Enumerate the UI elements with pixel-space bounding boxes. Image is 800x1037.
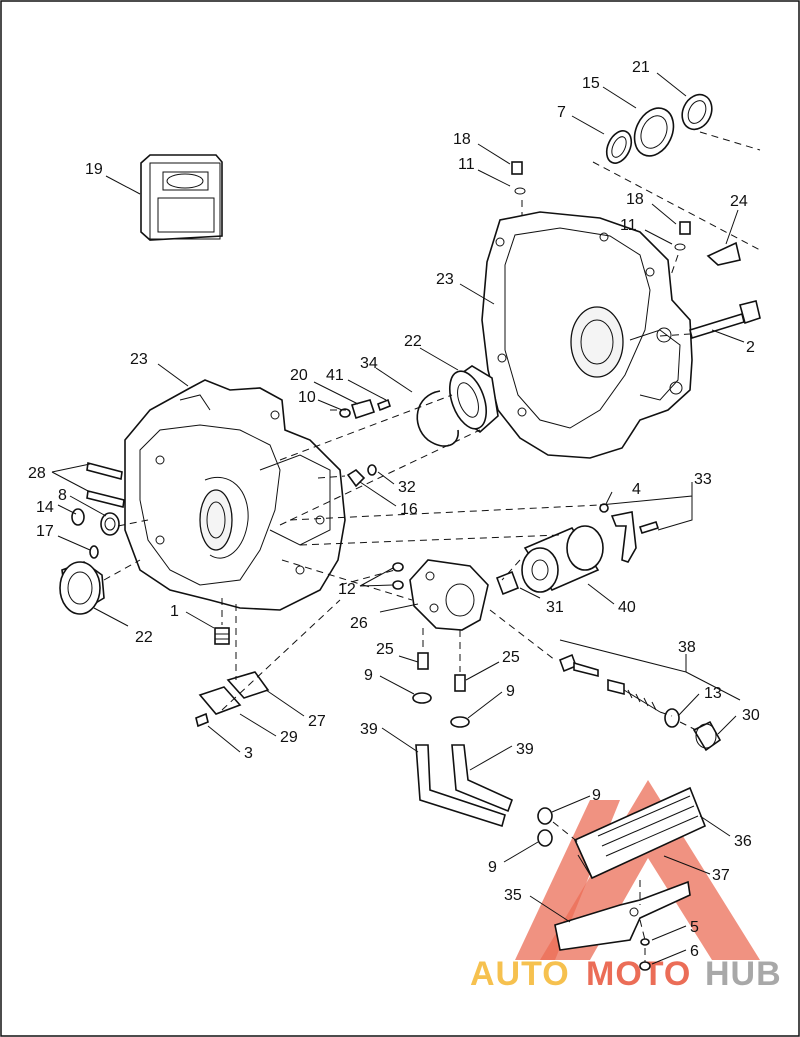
part-38-relief-valve — [558, 653, 661, 713]
part-20-valve — [350, 399, 376, 420]
callout-9-left: 9 — [364, 667, 373, 684]
callout-36: 36 — [734, 833, 752, 850]
part-39-hoses — [415, 744, 514, 828]
callout-11-right: 11 — [620, 217, 637, 234]
callout-23-right-case: 23 — [436, 271, 454, 288]
callout-7: 7 — [557, 104, 566, 121]
callout-18-right: 18 — [626, 191, 644, 208]
part-2-bolt — [689, 300, 761, 340]
part-18-dowel-right — [674, 221, 691, 251]
part-41-screw — [377, 398, 391, 412]
callout-29: 29 — [280, 729, 298, 746]
callout-34: 34 — [360, 355, 378, 372]
callout-27: 27 — [308, 713, 326, 730]
callout-25-right: 25 — [502, 649, 520, 666]
callout-38: 38 — [678, 639, 696, 656]
part-10-o-ring — [339, 408, 351, 418]
callout-1: 1 — [170, 603, 179, 620]
callout-39-left: 39 — [360, 721, 378, 738]
part-40-oil-filter — [521, 525, 604, 593]
callout-9-cooler-lower: 9 — [488, 859, 497, 876]
watermark-auto: AUTO — [470, 955, 570, 993]
part-22-bearing-lower — [59, 561, 105, 615]
part-29-cover — [198, 686, 242, 715]
leader-lines — [51, 72, 745, 965]
callout-24: 24 — [730, 193, 748, 210]
part-4-filter-bracket — [599, 503, 660, 563]
part-22-bearing-upper — [448, 365, 499, 434]
part-23-right-crankcase — [481, 211, 693, 459]
callout-23-left-case: 23 — [130, 351, 148, 368]
part-37-cooler-cover — [577, 854, 593, 879]
callout-8: 8 — [58, 487, 67, 504]
callout-9-cooler-upper: 9 — [592, 787, 601, 804]
callout-35: 35 — [504, 887, 522, 904]
part-23-left-crankcase — [124, 379, 346, 611]
part-25-fitting-left — [417, 652, 429, 670]
callout-13: 13 — [704, 685, 722, 702]
callout-20: 20 — [290, 367, 308, 384]
part-21-bushing — [681, 93, 713, 131]
callout-22-lower: 22 — [135, 629, 153, 646]
part-6-nut — [639, 961, 651, 971]
part-1-drain-plug — [214, 627, 230, 645]
callout-14: 14 — [36, 499, 54, 516]
part-24-gasket — [706, 241, 741, 266]
part-13-o-ring — [664, 708, 680, 728]
watermark-moto: MOTO — [586, 955, 691, 993]
part-31-adapter — [495, 570, 520, 596]
part-7-seal — [605, 130, 633, 164]
part-35-cooler-bracket — [554, 880, 691, 951]
alignment-lines — [221, 394, 697, 962]
part-14-o-ring — [71, 508, 85, 526]
callout-33: 33 — [694, 471, 712, 488]
part-3-screw — [195, 712, 209, 728]
callout-16: 16 — [400, 501, 418, 518]
callout-4: 4 — [632, 481, 641, 498]
callout-17: 17 — [36, 523, 54, 540]
callout-19: 19 — [85, 161, 103, 178]
callout-37: 37 — [712, 867, 730, 884]
part-36-oil-cooler — [573, 786, 707, 880]
callout-18-upper: 18 — [453, 131, 471, 148]
callout-9-right: 9 — [506, 683, 515, 700]
watermark-hub: HUB — [705, 955, 782, 993]
part-5-washer — [640, 938, 650, 946]
part-8-bearing — [100, 512, 120, 536]
callout-labels: 19 21 15 7 18 11 18 11 24 23 2 22 34 41 … — [28, 59, 760, 960]
part-25-fitting-right — [454, 674, 466, 692]
callout-15: 15 — [582, 75, 600, 92]
callout-32: 32 — [398, 479, 416, 496]
callout-10: 10 — [298, 389, 316, 406]
callout-25-left: 25 — [376, 641, 394, 658]
callout-30: 30 — [742, 707, 760, 724]
part-27-gasket — [226, 671, 270, 699]
part-17-seal — [89, 545, 99, 559]
callout-21: 21 — [632, 59, 650, 76]
part-19-label-kit — [140, 154, 223, 241]
callout-11-upper: 11 — [458, 156, 475, 173]
callout-39-right: 39 — [516, 741, 534, 758]
part-30-cap — [692, 720, 722, 752]
callout-41: 41 — [326, 367, 344, 384]
callout-12: 12 — [338, 581, 356, 598]
callout-26: 26 — [350, 615, 368, 632]
callout-6: 6 — [690, 943, 699, 960]
part-9-clamps — [412, 692, 553, 847]
callout-40: 40 — [618, 599, 636, 616]
part-12-o-rings — [392, 562, 404, 590]
callout-3: 3 — [244, 745, 253, 762]
part-26-oil-pump — [409, 559, 489, 631]
callout-2: 2 — [746, 339, 755, 356]
callout-31: 31 — [546, 599, 564, 616]
callout-22-upper: 22 — [404, 333, 422, 350]
callout-5: 5 — [690, 919, 699, 936]
callout-28: 28 — [28, 465, 46, 482]
part-32-o-ring — [367, 464, 377, 476]
part-15-bearing — [633, 107, 675, 157]
part-28-studs — [86, 461, 125, 508]
part-18-dowel-upper — [511, 161, 526, 195]
